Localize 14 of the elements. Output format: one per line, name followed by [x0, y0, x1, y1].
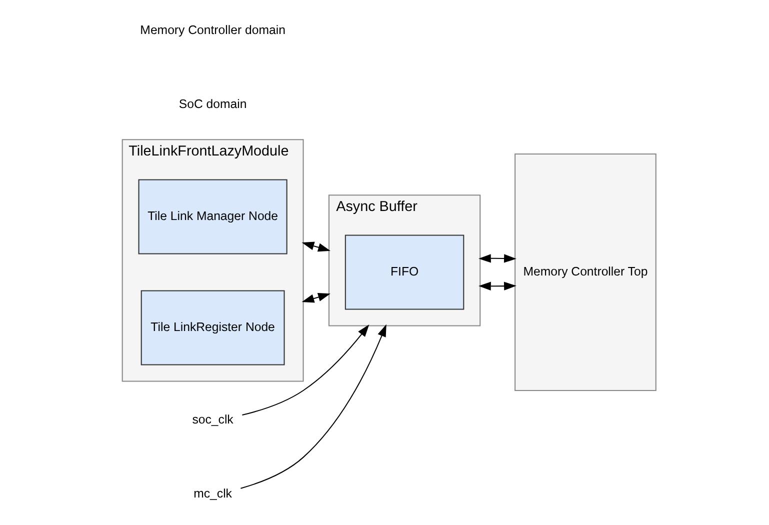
node-box: Tile Link Manager Node	[138, 179, 287, 254]
arrow	[240, 324, 386, 489]
node-box: FIFO	[344, 234, 464, 310]
node-text: soc_clk	[192, 412, 233, 426]
label: SoC domain	[178, 96, 246, 111]
label: Memory Controller domain	[140, 22, 285, 37]
node-text: mc_clk	[193, 486, 232, 501]
node-box: Tile LinkRegister Node	[140, 290, 284, 366]
arrow	[478, 282, 516, 290]
arrow	[478, 254, 516, 263]
arrow	[301, 242, 330, 252]
arrow	[301, 292, 330, 303]
arrow	[242, 324, 369, 416]
node-box: Memory Controller Top	[514, 154, 656, 391]
